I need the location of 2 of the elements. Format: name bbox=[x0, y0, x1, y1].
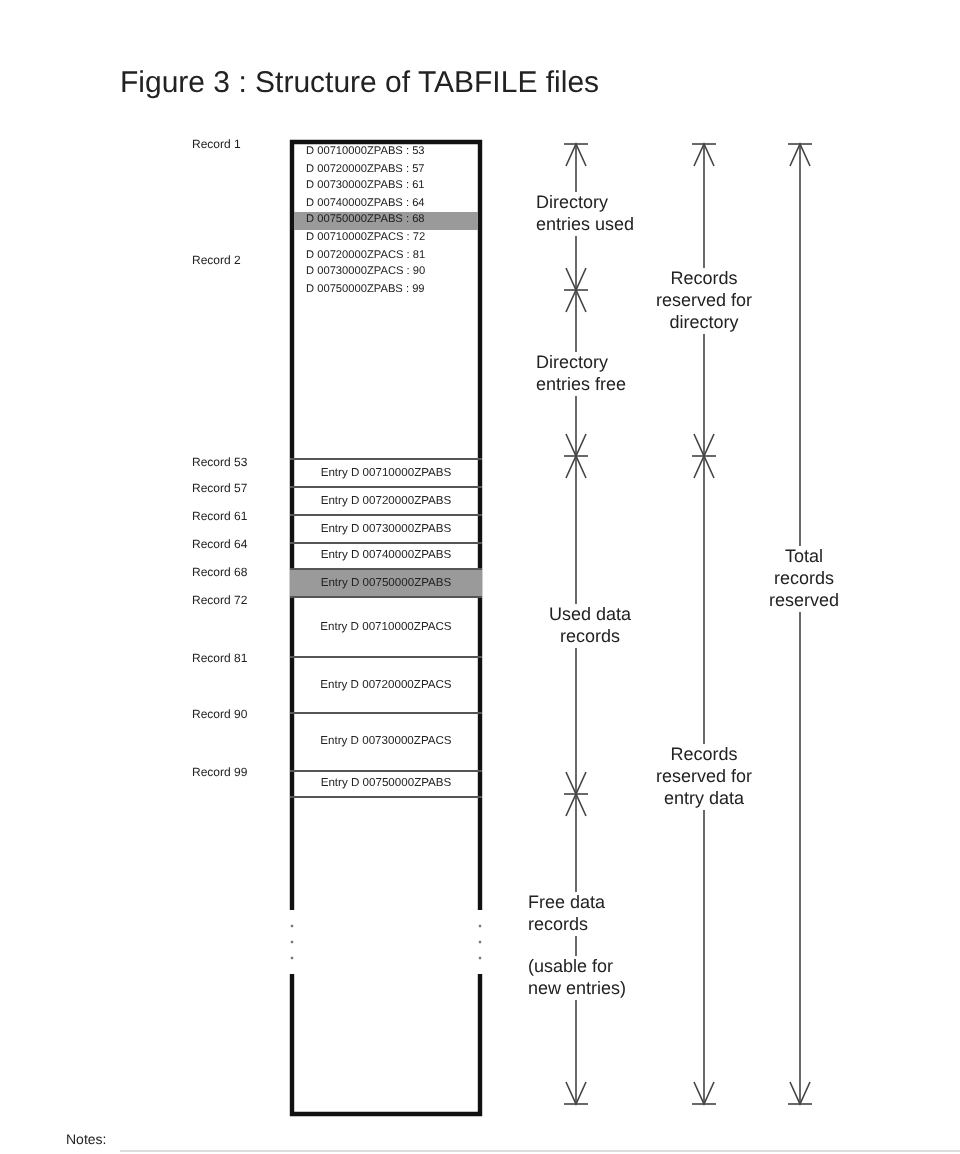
figure-title: Figure 3 : Structure of TABFILE files bbox=[120, 66, 600, 100]
file-column bbox=[290, 140, 482, 1116]
